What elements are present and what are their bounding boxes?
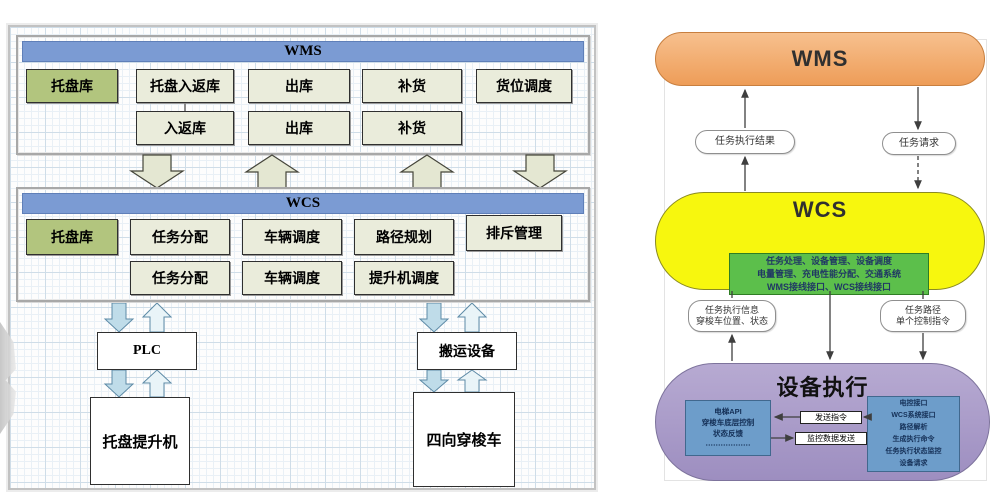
exec-right-line: 电控接口: [899, 400, 928, 407]
task-result-label: 任务执行结果: [715, 136, 775, 147]
wcs-box-task-assign2: 任务分配: [130, 261, 230, 295]
exec-right-line: 生成执行命令: [892, 436, 935, 443]
task-path-line2: 单个控制指令: [895, 316, 950, 326]
four-way-shuttle-box: 四向穿梭车: [413, 392, 515, 487]
wms-box-inreturn2: 入返库: [136, 111, 234, 145]
wcs-box-vehicle-dispatch: 车辆调度: [242, 219, 342, 255]
exec-left-line: 电梯API: [714, 407, 742, 416]
block-arrow-down-icon: [128, 154, 186, 189]
exec-info-pill: 任务执行信息 穿梭车位置、状态: [688, 300, 776, 332]
task-request-label: 任务请求: [899, 137, 939, 149]
small-arrow-up-icon: [456, 302, 488, 333]
left-architecture-diagram: WMS 托盘库 托盘入返库 出库 补货 货位调度 入返库 出库 补货: [8, 25, 596, 490]
wms-section-title: WMS: [22, 41, 584, 62]
wms-node: WMS: [655, 32, 985, 86]
block-arrow-up-icon: [243, 154, 301, 189]
wcs-function-line: 电量管理、充电性能分配、交通系统: [756, 269, 901, 279]
wms-box-slot-schedule: 货位调度: [476, 69, 572, 103]
wcs-function-line: 任务处理、设备管理、设备调度: [765, 256, 892, 266]
small-arrow-up-icon: [141, 302, 173, 333]
wcs-box-task-assign: 任务分配: [130, 219, 230, 255]
plc-box: PLC: [97, 332, 197, 370]
wcs-box-path-plan: 路径规划: [354, 219, 454, 255]
exec-info-line2: 穿梭车位置、状态: [695, 316, 768, 326]
wms-box-replenish2: 补货: [362, 111, 462, 145]
monitor-data-label: 监控数据发送: [795, 432, 867, 445]
small-arrow-down-icon: [103, 302, 135, 333]
wcs-function-line: WMS接线接口、WCS接线接口: [767, 282, 891, 292]
task-path-line1: 任务路径: [904, 305, 941, 315]
device-execution-title: 设备执行: [776, 375, 869, 400]
wcs-node-title: WCS: [792, 197, 848, 222]
exec-left-box: 电梯API 穿梭车底层控制 状态反馈 ⋯⋯⋯⋯⋯⋯: [685, 400, 771, 456]
send-command-label: 发送指令: [800, 411, 862, 424]
wcs-section-title: WCS: [22, 193, 584, 214]
wms-box-replenish: 补货: [362, 69, 462, 103]
exec-right-line: WCS系统接口: [891, 412, 936, 419]
task-request-pill: 任务请求: [882, 132, 956, 155]
wcs-box-pallet-store: 托盘库: [26, 219, 118, 255]
wms-section: WMS 托盘库 托盘入返库 出库 补货 货位调度 入返库 出库 补货: [16, 35, 590, 155]
wms-node-title: WMS: [791, 46, 849, 71]
small-arrow-down-icon: [418, 302, 450, 333]
wcs-box-vehicle-dispatch2: 车辆调度: [242, 261, 342, 295]
exec-left-line: ⋯⋯⋯⋯⋯⋯: [705, 440, 751, 449]
wms-box-pallet-store: 托盘库: [26, 69, 118, 103]
wms-box-outbound: 出库: [248, 69, 350, 103]
small-arrow-down-icon: [103, 369, 135, 398]
wms-box-pallet-inreturn: 托盘入返库: [136, 69, 234, 103]
small-arrow-down-icon: [418, 369, 450, 393]
wcs-node: WCS 任务处理、设备管理、设备调度 电量管理、充电性能分配、交通系统 WMS接…: [655, 192, 985, 295]
exec-left-line: 状态反馈: [713, 429, 743, 438]
connector-line: [184, 103, 186, 111]
exec-right-line: 路径解析: [899, 424, 928, 431]
exec-right-line: 设备请求: [899, 460, 928, 467]
wcs-functions-box: 任务处理、设备管理、设备调度 电量管理、充电性能分配、交通系统 WMS接线接口、…: [729, 253, 929, 295]
small-arrow-up-icon: [141, 369, 173, 398]
wcs-box-exclusion-mgmt: 排斥管理: [466, 215, 562, 251]
exec-right-line: 任务执行状态监控: [885, 448, 942, 455]
block-arrow-down-icon: [511, 154, 569, 189]
right-flow-diagram: WMS WCS 任务处理、设备管理、设备调度 电量管理、充电性能分配、交通系统 …: [650, 25, 995, 487]
handling-equipment-box: 搬运设备: [417, 332, 517, 370]
pallet-lifter-box: 托盘提升机: [90, 397, 190, 485]
task-result-pill: 任务执行结果: [695, 130, 795, 154]
wms-box-outbound2: 出库: [248, 111, 350, 145]
small-arrow-up-icon: [456, 369, 488, 393]
wcs-box-lifter-dispatch: 提升机调度: [354, 261, 454, 295]
wcs-section: WCS 托盘库 任务分配 车辆调度 路径规划 排斥管理 任务分配 车辆调度 提升…: [16, 187, 590, 302]
exec-right-box: 电控接口 WCS系统接口 路径解析 生成执行命令 任务执行状态监控 设备请求: [867, 396, 960, 472]
task-path-pill: 任务路径 单个控制指令: [880, 300, 966, 332]
exec-info-line1: 任务执行信息: [704, 305, 759, 315]
exec-left-line: 穿梭车底层控制: [701, 418, 755, 427]
block-arrow-up-icon: [398, 154, 456, 189]
